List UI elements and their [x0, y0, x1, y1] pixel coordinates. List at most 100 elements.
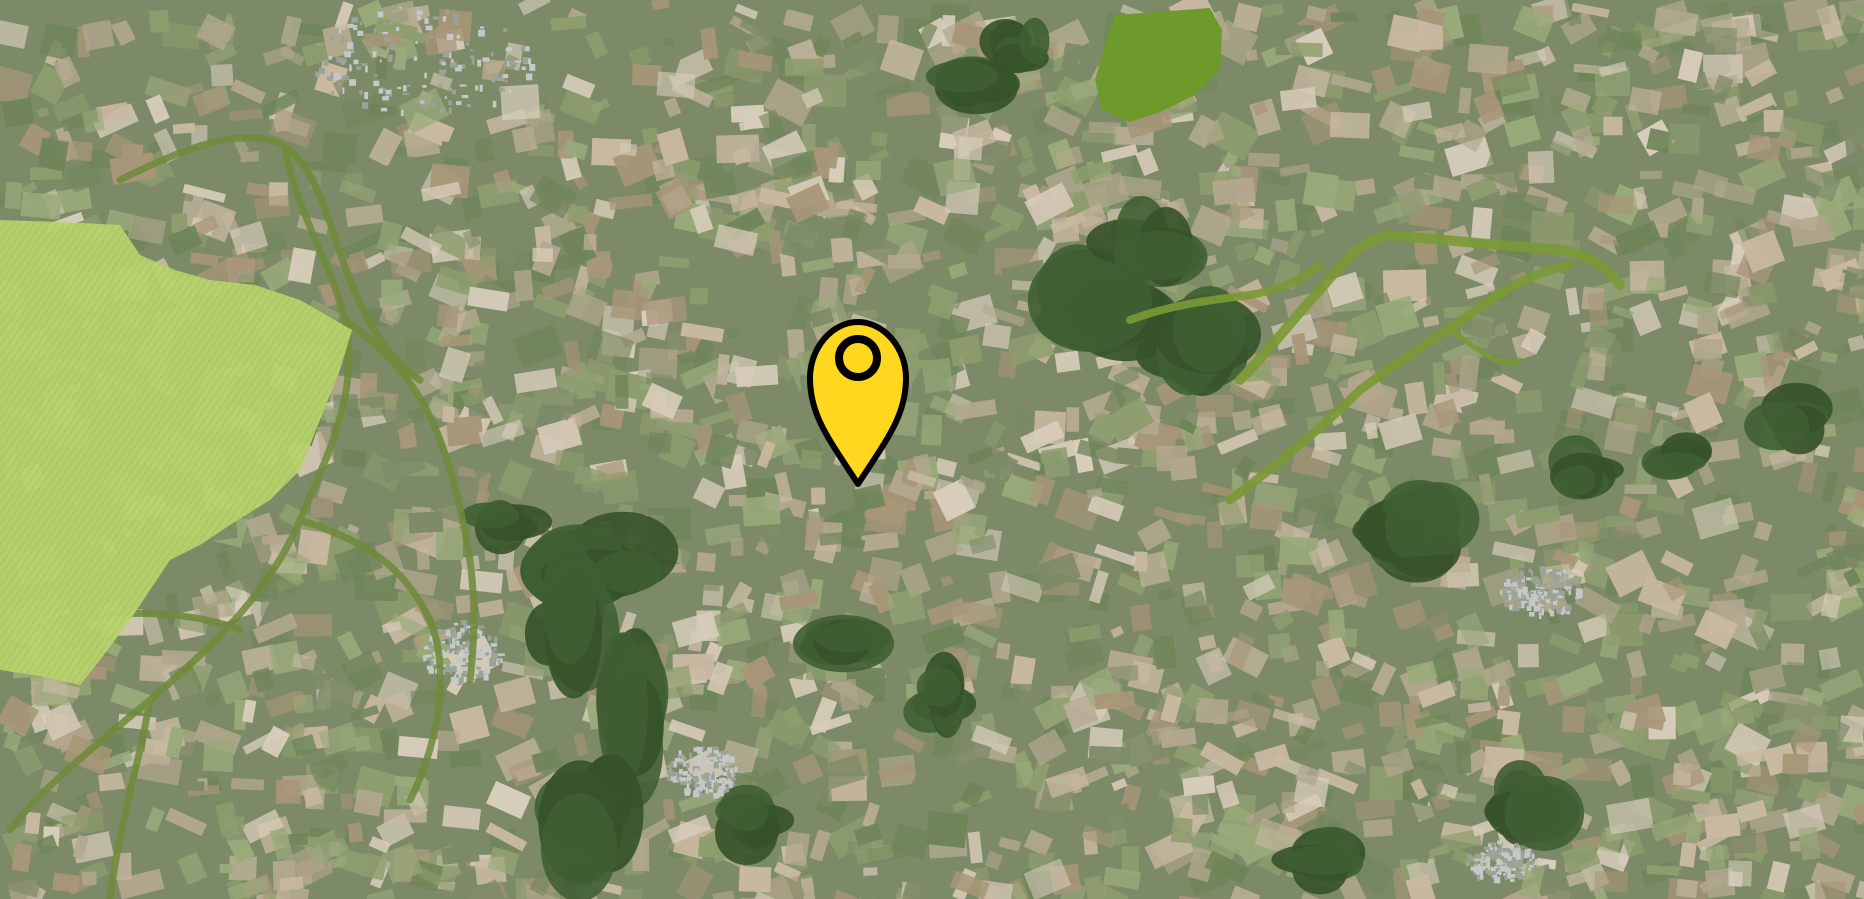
urban-block [1467, 854, 1472, 860]
field-parcel [1528, 94, 1555, 125]
urban-block [493, 647, 497, 651]
urban-block [439, 650, 445, 657]
field-parcel [565, 289, 608, 327]
field-parcel [1232, 2, 1263, 33]
field-parcel [1671, 786, 1711, 805]
field-parcel [669, 171, 713, 202]
field-parcel [741, 495, 781, 527]
urban-block [448, 52, 452, 59]
field-parcel [438, 377, 483, 396]
urban-block [425, 25, 433, 31]
field-parcel [1011, 750, 1038, 787]
field-parcel [147, 857, 193, 889]
urban-block [1483, 854, 1490, 858]
field-parcel [770, 149, 819, 181]
urban-block [441, 640, 446, 644]
field-parcel [1009, 655, 1036, 692]
urban-block [1515, 577, 1519, 580]
field-parcel [1070, 155, 1115, 185]
field-parcel [40, 701, 82, 741]
urban-block [389, 21, 393, 25]
urban-block [1488, 843, 1492, 849]
urban-block [1522, 586, 1528, 594]
field-parcel [1481, 659, 1516, 688]
field-parcel [1434, 851, 1456, 871]
field-parcel [293, 614, 333, 637]
field-parcel [346, 396, 386, 419]
urban-block [364, 92, 369, 99]
urban-block [480, 26, 485, 29]
field-parcel [354, 574, 399, 602]
forest-patch [540, 793, 618, 899]
field-parcel [1481, 150, 1526, 190]
urban-block [378, 88, 383, 94]
field-parcel [1416, 841, 1432, 864]
location-pin-icon[interactable] [807, 319, 909, 487]
field-parcel [1373, 81, 1414, 103]
field-parcel [442, 805, 481, 830]
field-parcel [641, 382, 683, 420]
urban-block [461, 673, 469, 677]
urban-block [462, 641, 466, 645]
field-parcel [1105, 664, 1139, 683]
east-valley-highlight[interactable] [1126, 230, 1625, 505]
urban-block [713, 783, 719, 789]
field-parcel [629, 18, 649, 32]
urban-block [1474, 868, 1479, 873]
north-forest-highlight[interactable] [1095, 8, 1222, 122]
field-parcel [801, 257, 835, 274]
urban-block [349, 79, 356, 86]
field-parcel [1812, 267, 1846, 291]
field-parcel [400, 226, 443, 257]
urban-block [521, 66, 526, 70]
urban-block [477, 673, 484, 678]
forest-patch [916, 667, 961, 707]
field-parcel [753, 726, 775, 759]
field-parcel [1304, 737, 1326, 754]
field-parcel [127, 214, 167, 245]
urban-block [465, 651, 468, 657]
urban-block [706, 777, 711, 783]
field-parcel [296, 529, 332, 566]
field-parcel [1755, 688, 1773, 705]
field-parcel [1516, 305, 1551, 336]
urban-block [470, 49, 474, 52]
urban-block [693, 784, 700, 787]
urban-block [492, 100, 497, 108]
field-parcel [932, 478, 976, 522]
urban-block [726, 772, 732, 779]
field-parcel [1814, 881, 1846, 899]
urban-block [466, 104, 471, 108]
field-parcel [474, 466, 488, 480]
urban-block [497, 653, 505, 656]
field-parcel [427, 224, 474, 261]
west-region-highlight[interactable] [0, 220, 352, 685]
urban-block [687, 781, 693, 785]
field-parcel [1467, 43, 1509, 75]
field-parcel [219, 864, 233, 874]
urban-block [1503, 856, 1510, 864]
field-parcel [786, 328, 806, 359]
urban-block [504, 79, 508, 83]
field-parcel [280, 15, 302, 47]
field-parcel [1852, 804, 1864, 825]
field-parcel [1314, 431, 1347, 452]
field-parcel [1683, 392, 1724, 434]
field-parcel [1249, 502, 1284, 532]
field-parcel [1364, 422, 1379, 440]
field-parcel [739, 14, 774, 41]
field-parcel [429, 72, 453, 91]
urban-block [696, 781, 700, 785]
field-parcel [497, 459, 534, 500]
field-parcel [1692, 169, 1729, 198]
urban-block [724, 780, 731, 785]
urban-block [380, 107, 388, 112]
field-parcel [785, 183, 831, 223]
urban-block [361, 63, 368, 66]
urban-block [1517, 580, 1522, 586]
field-parcel [291, 653, 316, 671]
field-parcel [229, 108, 264, 122]
urban-block [390, 43, 397, 50]
